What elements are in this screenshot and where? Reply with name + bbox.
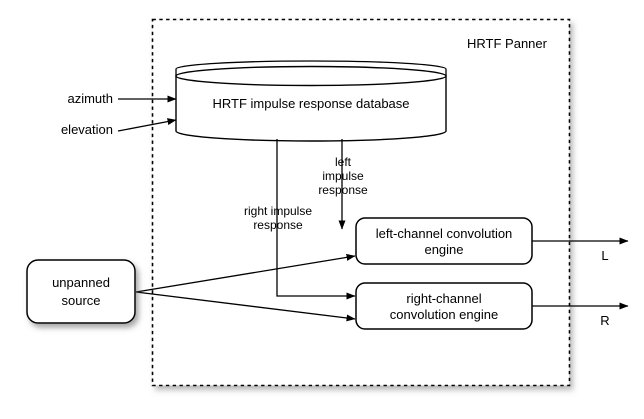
left-channel-convolution-engine-box — [355, 217, 533, 265]
right-channel-convolution-engine-box — [355, 282, 533, 330]
right-impulse-response-edge — [276, 139, 356, 300]
source-to-left-engine-edge — [135, 253, 356, 293]
elevation-arrow — [117, 118, 177, 132]
source-to-right-engine-edge — [135, 291, 356, 322]
unpanned-source-box — [26, 259, 136, 324]
database-cylinder — [175, 60, 447, 142]
